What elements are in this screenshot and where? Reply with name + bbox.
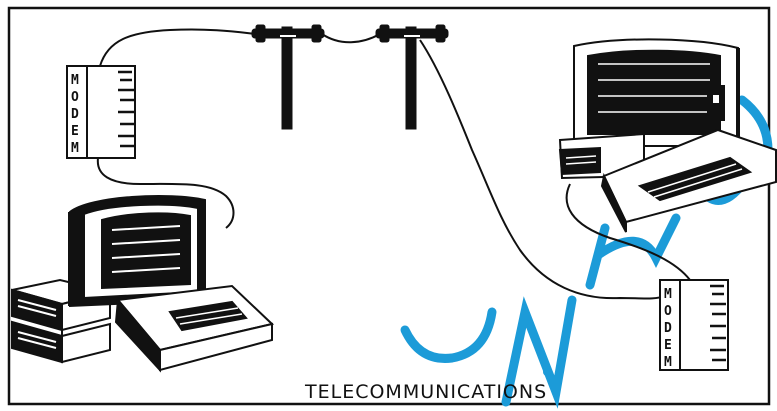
modem-left-letter: M <box>71 141 79 156</box>
monitor-left <box>70 196 205 306</box>
modem-left-letter: D <box>71 107 79 122</box>
modem-right: M O D E M <box>660 280 728 370</box>
modem-left-letter: M <box>71 73 79 88</box>
monitor-right <box>574 39 738 146</box>
modem-right-letter: E <box>664 338 672 353</box>
computer-left <box>12 196 272 370</box>
illustration-caption: TELECOMMUNICATIONS <box>304 381 547 403</box>
modem-left-letter: O <box>71 90 79 105</box>
telephone-pole-right <box>376 25 448 129</box>
telephone-pole-left <box>252 25 324 129</box>
computer-right <box>560 39 776 232</box>
modem-right-letter: M <box>664 287 672 302</box>
modem-left: M O D E M <box>67 66 135 158</box>
modem-left-letter: E <box>71 124 79 139</box>
modem-right-letter: M <box>664 355 672 370</box>
modem-right-letter: D <box>664 321 672 336</box>
modem-right-letter: O <box>664 304 672 319</box>
keyboard-left <box>116 286 272 370</box>
